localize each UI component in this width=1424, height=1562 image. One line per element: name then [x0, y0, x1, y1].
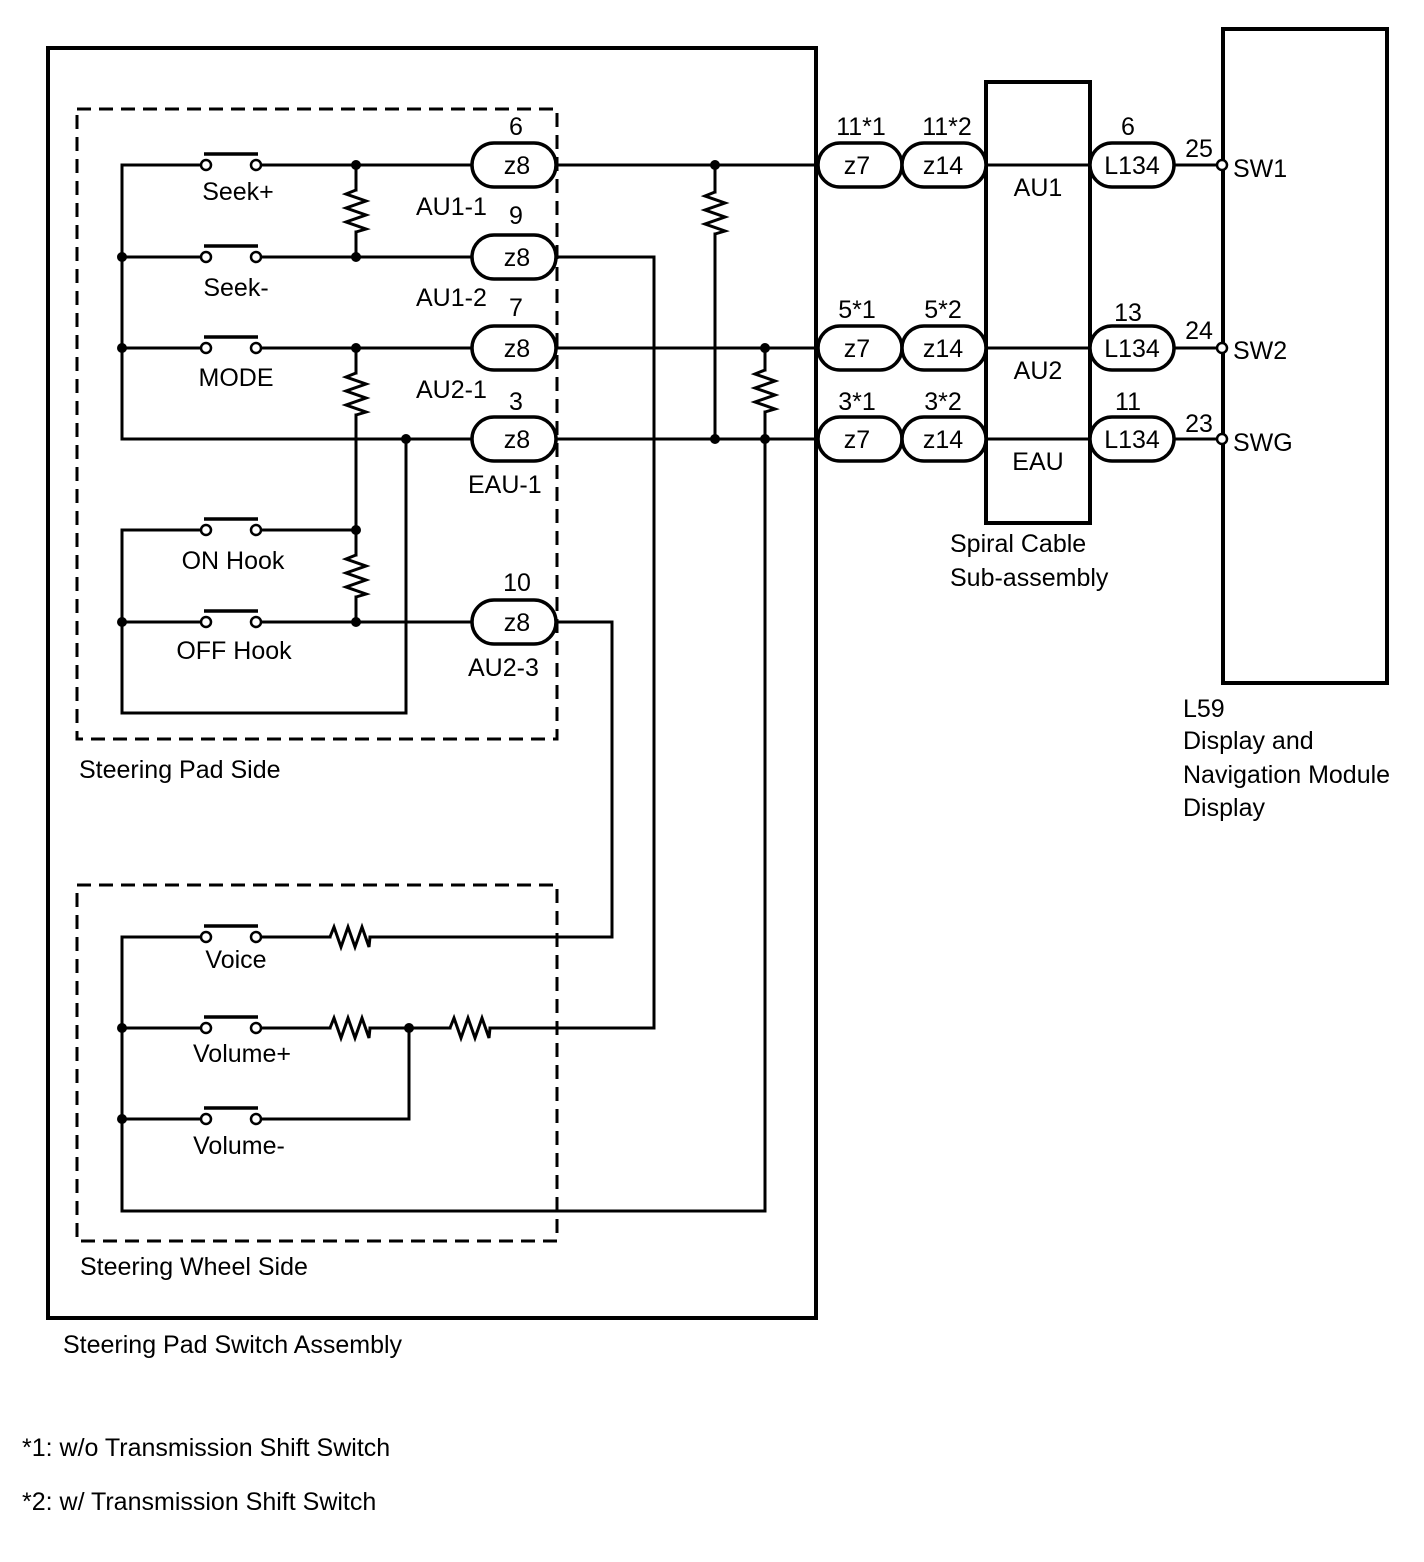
connector-pin: 5*1	[838, 296, 876, 324]
footnote-2: *2: w/ Transmission Shift Switch	[22, 1488, 376, 1516]
terminal-name: SW2	[1233, 337, 1287, 365]
resistor-volume-plus	[328, 1013, 372, 1043]
connector-pin: 3*2	[924, 388, 962, 416]
spiral-signal-au1: AU1	[1014, 174, 1063, 202]
pad-side-label: Steering Pad Side	[79, 756, 281, 784]
connector-name: AU2-1	[416, 376, 487, 404]
connector-code: L134	[1104, 426, 1160, 454]
resistor-volume-minus	[448, 1013, 492, 1043]
connector-code: z7	[844, 335, 870, 363]
switch-label-off-hook: OFF Hook	[176, 637, 292, 665]
assembly-label: Steering Pad Switch Assembly	[63, 1331, 403, 1359]
connector-pin: 9	[509, 202, 523, 230]
connector-pin: 3*1	[838, 388, 876, 416]
connector-pin: 11*1	[836, 113, 886, 141]
spiral-connectors-row-3: z7 z14 3*1 3*2	[816, 388, 988, 463]
switch-on-hook	[199, 517, 263, 537]
module-code: L59	[1183, 695, 1225, 723]
module-pin: 25	[1185, 135, 1213, 163]
trunk-junctions	[710, 160, 770, 444]
switch-volume-minus	[199, 1106, 263, 1126]
connector-code: z14	[923, 335, 963, 363]
resistor-au2-eau	[750, 368, 780, 414]
steering-pad-switch-assembly-box	[46, 46, 818, 1320]
spiral-cable-label-line2: Sub-assembly	[950, 564, 1109, 592]
spiral-cable-box	[984, 80, 1092, 525]
switch-volume-plus	[199, 1015, 263, 1035]
footnote-1: *1: w/o Transmission Shift Switch	[22, 1434, 390, 1462]
connector-eau-1: z8 3 EAU-1	[468, 388, 558, 499]
connector-name: AU1-1	[416, 193, 487, 221]
connector-pin: 3	[509, 388, 523, 416]
switch-label-seek-plus: Seek+	[202, 178, 274, 206]
wheel-side-wiring	[120, 935, 767, 1213]
spiral-connectors-row-2: z7 z14 5*1 5*2	[816, 296, 988, 372]
connector-code: z14	[923, 152, 963, 180]
wheel-side-label: Steering Wheel Side	[80, 1253, 308, 1281]
module-name-line3: Display	[1183, 794, 1265, 822]
switch-label-seek-minus: Seek-	[203, 274, 268, 302]
spiral-cable-label-line1: Spiral Cable	[950, 530, 1086, 558]
spiral-signal-eau: EAU	[1012, 448, 1063, 476]
pad-side-junctions	[117, 160, 411, 627]
resistor-voice	[328, 922, 372, 952]
connector-name: AU1-2	[416, 284, 487, 312]
switch-voice	[199, 924, 263, 944]
spiral-connectors-row-1: z7 z14 11*1 11*2	[816, 113, 988, 189]
switch-label-voice: Voice	[205, 946, 266, 974]
pad-side-wiring	[120, 163, 474, 715]
wheel-side-junctions	[117, 1023, 414, 1124]
switch-label-on-hook: ON Hook	[182, 547, 285, 575]
connector-pin: 6	[509, 113, 523, 141]
connector-code: L134	[1104, 152, 1160, 180]
connector-code: z8	[504, 609, 530, 637]
terminal-name: SW1	[1233, 155, 1287, 183]
connector-au2-1: z8 7 AU2-1	[416, 294, 558, 404]
connector-pin: 5*2	[924, 296, 962, 324]
steering-pad-side-dashed-box	[75, 107, 559, 741]
connector-name: AU2-3	[468, 654, 539, 682]
module-pin: 23	[1185, 410, 1213, 438]
connector-code: z8	[504, 244, 530, 272]
connector-pin: 11	[1115, 388, 1141, 416]
terminal-name: SWG	[1233, 429, 1293, 457]
switch-label-volume-minus: Volume-	[193, 1132, 285, 1160]
spiral-signal-au2: AU2	[1014, 357, 1063, 385]
module-pin: 24	[1185, 317, 1213, 345]
connector-code: z8	[504, 335, 530, 363]
connector-pin: 13	[1114, 299, 1142, 327]
module-connector-sw1: L134 6 25 SW1	[1088, 113, 1287, 189]
connector-pin: 7	[509, 294, 523, 322]
connector-pin: 11*2	[922, 113, 972, 141]
navigation-module-box	[1221, 27, 1389, 685]
module-connector-swg: L134 11 23 SWG	[1088, 388, 1293, 463]
connector-au1-1: z8 6 AU1-1	[416, 113, 558, 221]
resistor-mode	[341, 371, 371, 417]
switch-off-hook	[199, 609, 263, 629]
switch-label-volume-plus: Volume+	[193, 1040, 291, 1068]
connector-code: z7	[844, 152, 870, 180]
connector-pin: 6	[1121, 113, 1135, 141]
module-connector-sw2: L134 13 24 SW2	[1088, 299, 1287, 372]
connector-au2-3: z8 10 AU2-3	[468, 569, 558, 682]
connector-pin: 10	[503, 569, 531, 597]
switch-label-mode: MODE	[199, 364, 274, 392]
connector-code: z7	[844, 426, 870, 454]
spiral-cable-internal	[984, 163, 1092, 441]
connector-code: L134	[1104, 335, 1160, 363]
connector-code: z8	[504, 152, 530, 180]
switch-seek-plus	[199, 152, 263, 172]
connector-code: z8	[504, 426, 530, 454]
resistor-hook	[341, 553, 371, 599]
resistor-au1-eau	[700, 190, 730, 236]
connector-code: z14	[923, 426, 963, 454]
module-name-line2: Navigation Module	[1183, 761, 1390, 789]
resistor-seek	[341, 188, 371, 234]
connector-name: EAU-1	[468, 471, 542, 499]
module-name-line1: Display and	[1183, 727, 1314, 755]
switch-seek-minus	[199, 244, 263, 264]
trunk-wiring	[554, 163, 820, 1213]
switch-mode	[199, 335, 263, 355]
